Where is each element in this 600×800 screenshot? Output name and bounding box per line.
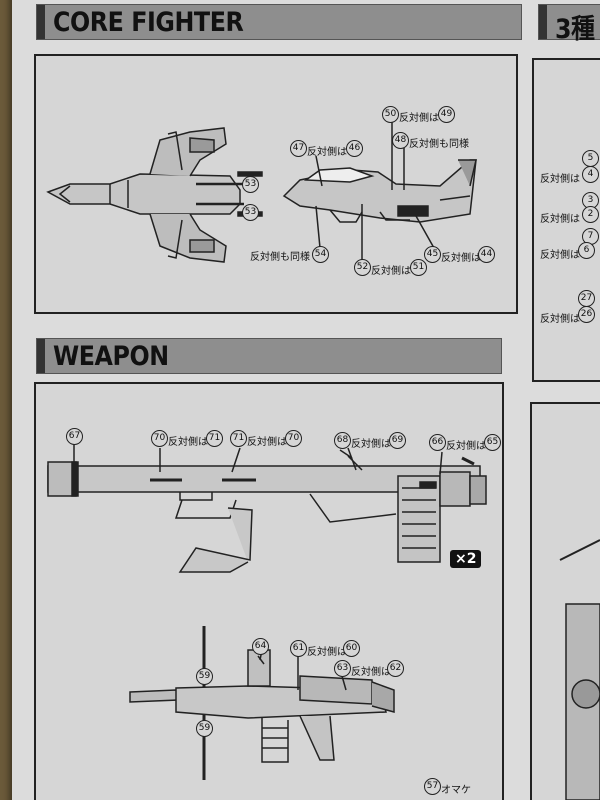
callout-59-lower: 59 [196, 720, 213, 737]
callout-66-note: 反対側は [446, 441, 486, 452]
callout-46-ref: 46 [346, 140, 363, 157]
callout-44-ref: 44 [478, 246, 495, 263]
callout-52-note: 反対側は [371, 266, 411, 277]
right-callout-27: 27 [578, 290, 595, 307]
callout-52: 52 [354, 259, 371, 276]
callout-66: 66 [429, 434, 446, 451]
callout-51-ref: 51 [410, 259, 427, 276]
callout-61: 61 [290, 640, 307, 657]
core-fighter-header: CORE FIGHTER [36, 4, 522, 40]
callout-68: 68 [334, 432, 351, 449]
weapon-header: WEAPON [36, 338, 502, 374]
callout-60-ref: 60 [343, 640, 360, 657]
right-note-6: 反対側は [540, 250, 580, 261]
callout-49-ref: 49 [438, 106, 455, 123]
callout-59-upper: 59 [196, 668, 213, 685]
right-section-header: 3種 [538, 4, 600, 45]
callout-65-ref: 65 [484, 434, 501, 451]
callout-48-note: 反対側も同様 [409, 139, 469, 150]
right-callout-5: 5 [582, 150, 599, 167]
callout-54-note: 反対側も同様 [250, 252, 310, 263]
right-note-2: 反対側は [540, 214, 580, 225]
callout-54: 54 [312, 246, 329, 263]
callout-63-note: 反対側は [351, 667, 391, 678]
callout-45: 45 [424, 246, 441, 263]
callout-53-lower: 53 [242, 204, 259, 221]
callout-47-note: 反対側は [307, 147, 347, 158]
callout-68-note: 反対側は [351, 439, 391, 450]
callout-64: 64 [252, 638, 269, 655]
callout-71-note: 反対側は [247, 437, 287, 448]
quantity-badge: ×2 [450, 550, 482, 568]
callout-57: 57 [424, 778, 441, 795]
callout-70-ref: 70 [285, 430, 302, 447]
callout-57-note: オマケ [441, 785, 471, 796]
callout-71: 71 [230, 430, 247, 447]
callout-50-note: 反対側は [399, 113, 439, 124]
section-title: CORE FIGHTER [53, 7, 244, 38]
callout-67: 67 [66, 428, 83, 445]
right-note-4: 反対側は [540, 174, 580, 185]
callout-69-ref: 69 [389, 432, 406, 449]
callout-48: 48 [392, 132, 409, 149]
weapon-panel [34, 382, 504, 800]
callout-50: 50 [382, 106, 399, 123]
callout-70: 70 [151, 430, 168, 447]
right-callout-4: 4 [582, 166, 599, 183]
callout-53-upper: 53 [242, 176, 259, 193]
callout-70-note: 反対側は [168, 437, 208, 448]
section-title: 3種 [555, 14, 595, 45]
right-callout-6: 6 [578, 242, 595, 259]
right-callout-26: 26 [578, 306, 595, 323]
callout-47: 47 [290, 140, 307, 157]
section-title: WEAPON [53, 341, 169, 372]
right-callout-2: 2 [582, 206, 599, 223]
callout-45-note: 反対側は [441, 253, 481, 264]
callout-62-ref: 62 [387, 660, 404, 677]
callout-61-note: 反対側は [307, 647, 347, 658]
callout-63: 63 [334, 660, 351, 677]
callout-71-ref: 71 [206, 430, 223, 447]
right-note-26: 反対側は [540, 314, 580, 325]
